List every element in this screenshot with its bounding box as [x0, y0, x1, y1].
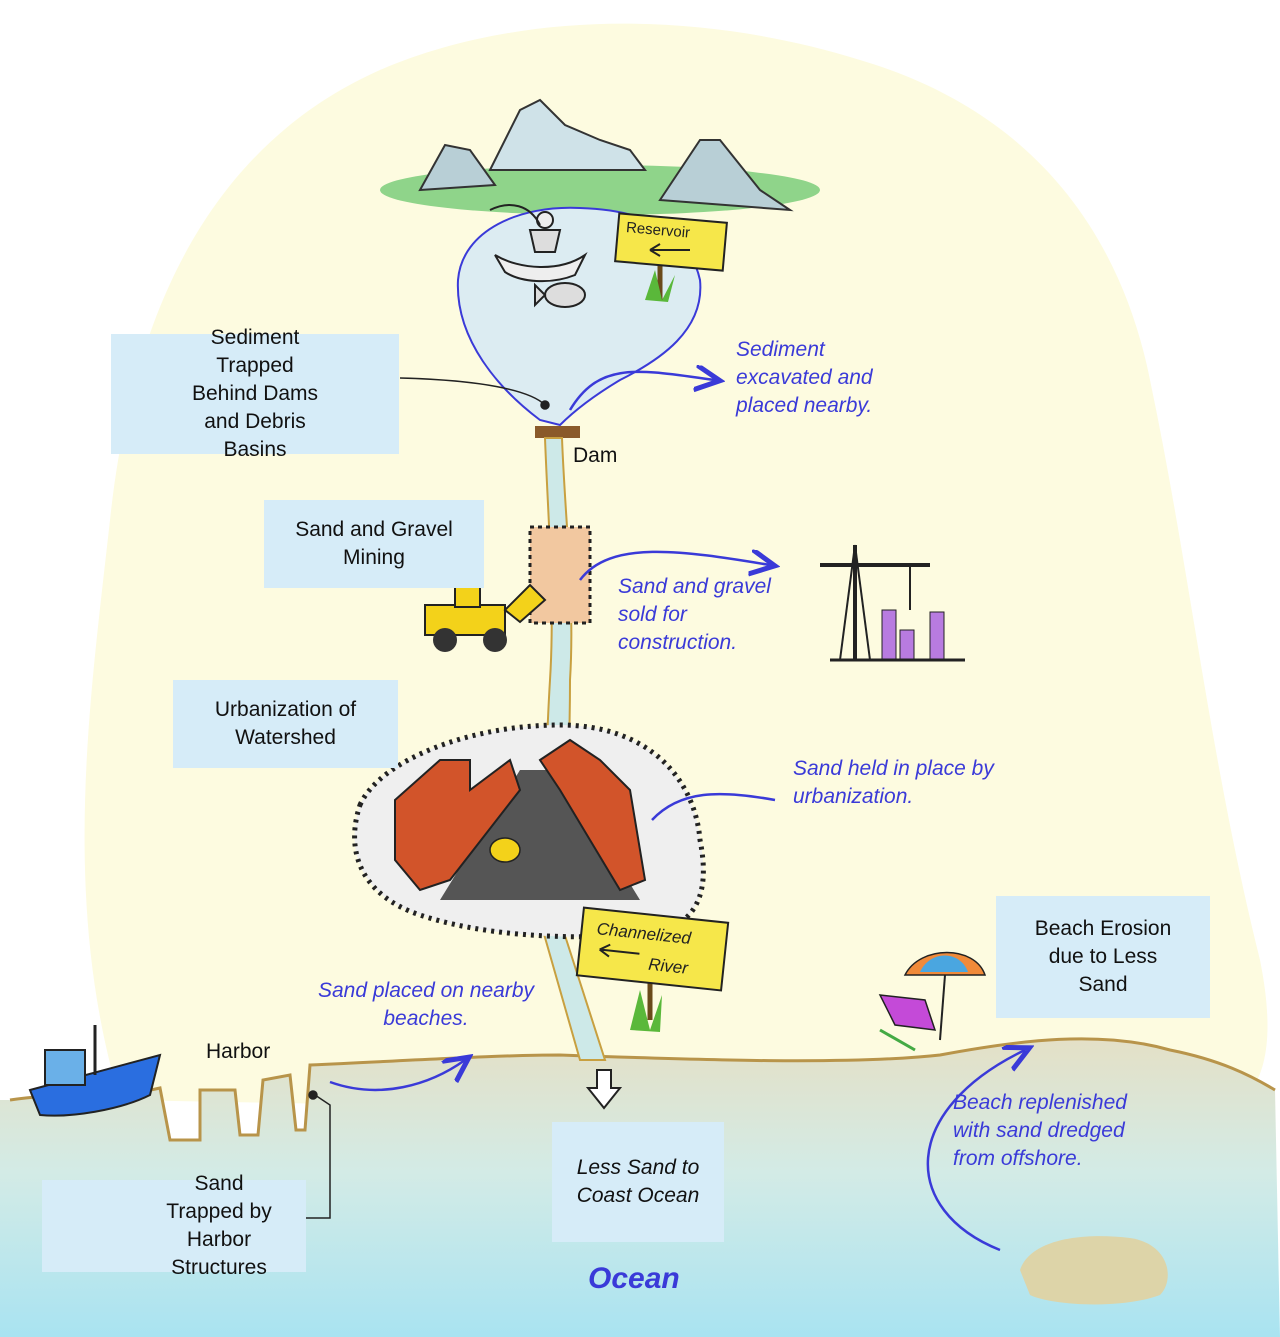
beach-umbrella-icon	[903, 951, 987, 1041]
sediment-trapped-text: Sediment Trapped Behind Dams and Debris …	[191, 326, 319, 461]
mining-area	[528, 525, 592, 625]
less-sand-box: Less Sand to Coast Ocean	[552, 1122, 724, 1242]
sand-gravel-mining-text: Sand and Gravel Mining	[295, 518, 453, 569]
sand-gravel-mining-box: Sand and Gravel Mining	[264, 500, 484, 588]
channelized-river-sign: Channelized River	[575, 906, 730, 1032]
sediment-trapped-box: Sediment Trapped Behind Dams and Debris …	[111, 326, 399, 461]
arrow-sand-held	[651, 792, 776, 821]
harbor-label: Harbor	[206, 1040, 271, 1063]
arrow-beach-replenished	[926, 1050, 1025, 1252]
sand-sold-note: Sand and gravel sold for construction.	[618, 575, 771, 654]
beach-erosion-text: Beach Erosion due to Less Sand	[1034, 917, 1172, 996]
flow-arrows	[329, 372, 1025, 1252]
arrow-sand-sold	[579, 552, 770, 581]
city-street-icon	[394, 738, 647, 900]
sediment-excavated-note: Sediment excavated and placed nearby.	[736, 338, 873, 417]
fish-icon	[534, 282, 586, 308]
ship-icon	[28, 1025, 162, 1117]
less-sand-text: Less Sand to Coast Ocean	[576, 1156, 700, 1207]
harbor-trapped-text: Sand Trapped by Harbor Structures	[166, 1172, 272, 1279]
beach-replenished-note: Beach replenished with sand dredged from…	[953, 1091, 1127, 1170]
river-sign-label: River	[647, 955, 690, 978]
front-loader-icon	[424, 583, 547, 652]
urbanization-box: Urbanization of Watershed	[173, 680, 398, 768]
arrow-sediment-excavated	[568, 372, 715, 411]
ocean-label: Ocean	[588, 1262, 680, 1295]
leader-lines	[305, 377, 550, 1219]
mountains	[380, 98, 820, 215]
shoreline	[9, 1037, 1276, 1142]
urbanization-text: Urbanization of Watershed	[214, 698, 357, 749]
arrow-sand-placed	[329, 1060, 465, 1092]
fishing-boat-icon	[489, 204, 588, 283]
beach-erosion-box: Beach Erosion due to Less Sand	[996, 896, 1210, 1018]
offshore-sand-patch	[1020, 1236, 1168, 1305]
dam-label: Dam	[573, 444, 618, 467]
down-arrow-icon	[585, 1069, 623, 1110]
reservoir-sign-label: Reservoir	[625, 219, 690, 242]
sand-placed-note: Sand placed on nearby beaches.	[318, 979, 534, 1030]
beach-chair-icon	[878, 994, 937, 1052]
construction-crane-icon	[820, 544, 965, 662]
harbor-trapped-box: Sand Trapped by Harbor Structures	[42, 1172, 306, 1279]
dam	[535, 426, 580, 438]
reservoir-sign: Reservoir	[614, 212, 728, 302]
sand-held-note: Sand held in place by urbanization.	[793, 757, 994, 808]
